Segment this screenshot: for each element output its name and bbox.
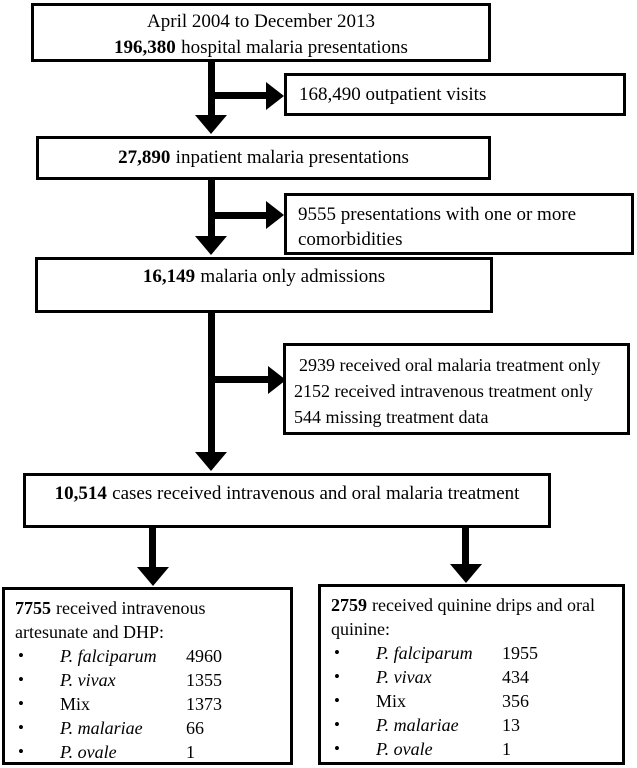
excluded-line: 544 missing treatment data (294, 407, 489, 427)
species-name: P. ovale (376, 737, 502, 761)
arrow-down-5-line (462, 528, 469, 565)
species-text: Mix (60, 694, 91, 714)
species-value: 1355 (186, 670, 222, 690)
species-text: P. vivax (60, 670, 116, 690)
bullet-icon: • (334, 667, 340, 686)
outpatient-box: 168,490 outpatient visits (284, 73, 626, 116)
comorbid-box: 9555 presentations with one or more como… (284, 193, 634, 255)
species-name: P. falciparum (60, 644, 186, 668)
arrow-down-2-line (208, 180, 215, 237)
species-row: • P. malariae 13 (321, 713, 622, 737)
species-value: 4960 (186, 646, 222, 666)
species-text: P. ovale (60, 742, 117, 762)
species-row: • Mix 356 (321, 689, 622, 713)
period-line1: April 2004 to December 2013 (147, 11, 375, 32)
arrow-down-5-head (450, 564, 482, 583)
species-text: P. falciparum (60, 646, 157, 666)
species-row: • P. ovale 1 (5, 740, 290, 764)
bullet-icon: • (18, 646, 24, 665)
arrow-down-3-head (195, 452, 227, 471)
species-row: • Mix 1373 (5, 692, 290, 716)
excluded-line: 2152 received intravenous treatment only (294, 381, 593, 401)
arrow-right-2-line (208, 212, 266, 219)
artesunate-rest: received intravenous (56, 598, 206, 618)
iv-oral-rest: cases received intravenous and oral mala… (112, 483, 520, 504)
species-name: P. malariae (376, 713, 502, 737)
species-text: P. vivax (376, 667, 432, 687)
species-text: P. ovale (376, 739, 433, 759)
iv-oral-count: 10,514 (54, 483, 107, 504)
arrow-down-4-head (137, 567, 169, 586)
species-value: 13 (502, 715, 520, 735)
quinine-count: 2759 (331, 595, 367, 615)
species-name: P. vivax (60, 668, 186, 692)
species-text: P. malariae (60, 718, 143, 738)
species-text: P. falciparum (376, 643, 473, 663)
period-rest: hospital malaria presentations (181, 37, 408, 58)
artesunate-count: 7755 (15, 598, 51, 618)
comorbid-text: 9555 presentations with one or more como… (298, 204, 577, 250)
species-value: 1 (502, 739, 511, 759)
quinine-rest: received quinine drips and oral (372, 595, 595, 615)
bullet-icon: • (334, 643, 340, 662)
species-row: • P. malariae 66 (5, 716, 290, 740)
arrow-down-1-line (208, 62, 215, 116)
bullet-icon: • (334, 739, 340, 758)
species-name: Mix (60, 692, 186, 716)
bullet-icon: • (18, 694, 24, 713)
species-name: P. falciparum (376, 641, 502, 665)
artesunate-header-line2: artesunate and DHP: (15, 622, 164, 642)
bullet-icon: • (18, 718, 24, 737)
arrow-right-2-head (266, 201, 284, 229)
arrow-right-3-head (268, 366, 286, 394)
arrow-down-3-line (208, 313, 215, 453)
bullet-icon: • (18, 670, 24, 689)
inpatient-count: 27,890 (118, 147, 171, 168)
species-row: • P. vivax 434 (321, 665, 622, 689)
arrow-right-3-line (208, 376, 268, 383)
species-row: • P. falciparum 1955 (321, 641, 622, 665)
outpatient-text: 168,490 outpatient visits (299, 83, 487, 105)
species-row: • P. ovale 1 (321, 737, 622, 761)
inpatient-rest: inpatient malaria presentations (175, 147, 409, 168)
excluded-line: 2939 received oral malaria treatment onl… (299, 355, 601, 375)
species-row: • P. falciparum 4960 (5, 644, 290, 668)
bullet-icon: • (334, 715, 340, 734)
arrow-right-1-line (208, 92, 266, 99)
species-name: P. malariae (60, 716, 186, 740)
bullet-icon: • (18, 742, 24, 761)
species-text: Mix (376, 691, 407, 711)
quinine-header-line2: quinine: (331, 619, 390, 639)
species-value: 1 (186, 742, 195, 762)
arrow-right-1-head (266, 82, 284, 110)
excluded-box: 2939 received oral malaria treatment onl… (283, 343, 630, 435)
species-name: P. ovale (60, 740, 186, 764)
species-value: 1373 (186, 694, 222, 714)
species-text: P. malariae (376, 715, 459, 735)
species-value: 66 (186, 718, 204, 738)
species-value: 1955 (502, 643, 538, 663)
arrow-down-4-line (149, 528, 156, 568)
species-value: 434 (502, 667, 529, 687)
species-name: Mix (376, 689, 502, 713)
malaria-only-rest: malaria only admissions (200, 266, 386, 287)
species-name: P. vivax (376, 665, 502, 689)
species-value: 356 (502, 691, 529, 711)
species-row: • P. vivax 1355 (5, 668, 290, 692)
arrow-down-1-head (195, 115, 227, 134)
period-count: 196,380 (114, 37, 176, 58)
arrow-down-2-head (195, 236, 227, 255)
malaria-only-count: 16,149 (142, 266, 196, 287)
bullet-icon: • (334, 691, 340, 710)
